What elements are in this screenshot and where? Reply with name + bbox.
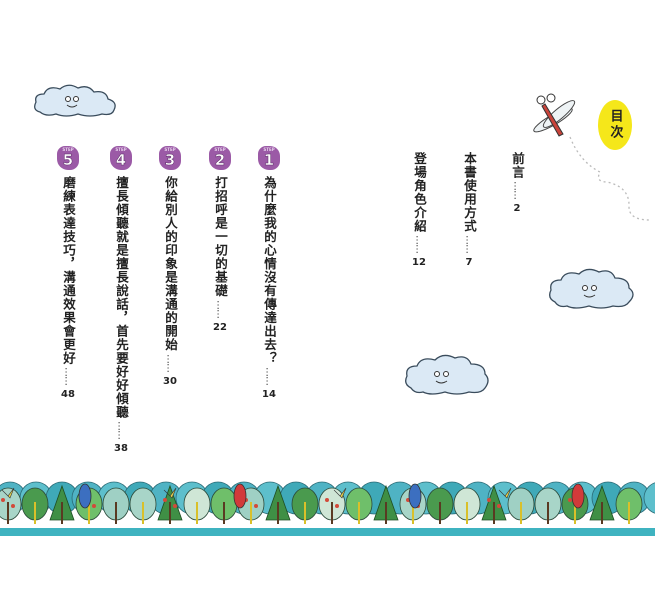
step-dots: …… — [62, 367, 74, 385]
toc-title-badge: 目次 — [598, 100, 632, 150]
toc-title: 目次 — [607, 109, 623, 141]
step-page: 22 — [213, 321, 227, 333]
toc-item-characters[interactable]: 登場角色介紹 …… 12 — [407, 152, 431, 268]
step-title: 打招呼是一切的基礎 — [213, 176, 228, 298]
step-label: STEP — [115, 147, 127, 152]
step-label: STEP — [62, 147, 74, 152]
step-number: 2 — [214, 151, 226, 169]
step-dots: …… — [164, 353, 176, 372]
toc-item-title: 前言 — [510, 152, 525, 179]
step-title: 擅長傾聽就是擅長說話，首先要好好傾聽 — [114, 176, 129, 419]
toc-item-dots: …… — [463, 235, 475, 253]
step-page: 14 — [262, 389, 276, 400]
step-dots: …… — [214, 299, 226, 318]
cloud-illustration — [405, 354, 489, 395]
step-number: 3 — [164, 151, 176, 169]
step-dots: …… — [115, 421, 127, 439]
toc-item-page: 12 — [412, 257, 426, 268]
step-number: 4 — [115, 151, 127, 169]
toc-item-title: 本書使用方式 — [462, 152, 477, 233]
step-page: 48 — [61, 389, 75, 400]
step-label: STEP — [214, 147, 226, 152]
toc-item-dots: …… — [511, 181, 523, 199]
step-title: 磨練表達技巧，溝通效果會更好 — [61, 176, 76, 365]
step-page: 30 — [163, 375, 177, 387]
toc-item-how-to-use[interactable]: 本書使用方式 …… 7 — [457, 152, 481, 268]
toc-item-dots: …… — [413, 235, 425, 253]
toc-item-preface[interactable]: 前言 …… 2 — [505, 152, 529, 214]
toc-item-page: 7 — [465, 257, 473, 268]
step-number: 1 — [263, 151, 275, 169]
toc-item-title: 登場角色介紹 — [412, 152, 427, 233]
step-page: 38 — [114, 443, 128, 454]
cloud-illustration — [34, 84, 116, 117]
step-label: STEP — [164, 147, 176, 152]
step-dots: …… — [263, 367, 275, 385]
cloud-illustration — [549, 268, 634, 309]
step-number: 5 — [62, 151, 74, 169]
dragonfly-illustration — [533, 93, 651, 221]
step-label: STEP — [263, 147, 275, 152]
forest-border-illustration — [0, 481, 655, 536]
toc-item-page: 2 — [513, 203, 521, 214]
step-title: 為什麼我的心情沒有傳達出去？ — [262, 176, 277, 365]
step-title: 你給別人的印象是溝通的開始 — [163, 176, 178, 352]
